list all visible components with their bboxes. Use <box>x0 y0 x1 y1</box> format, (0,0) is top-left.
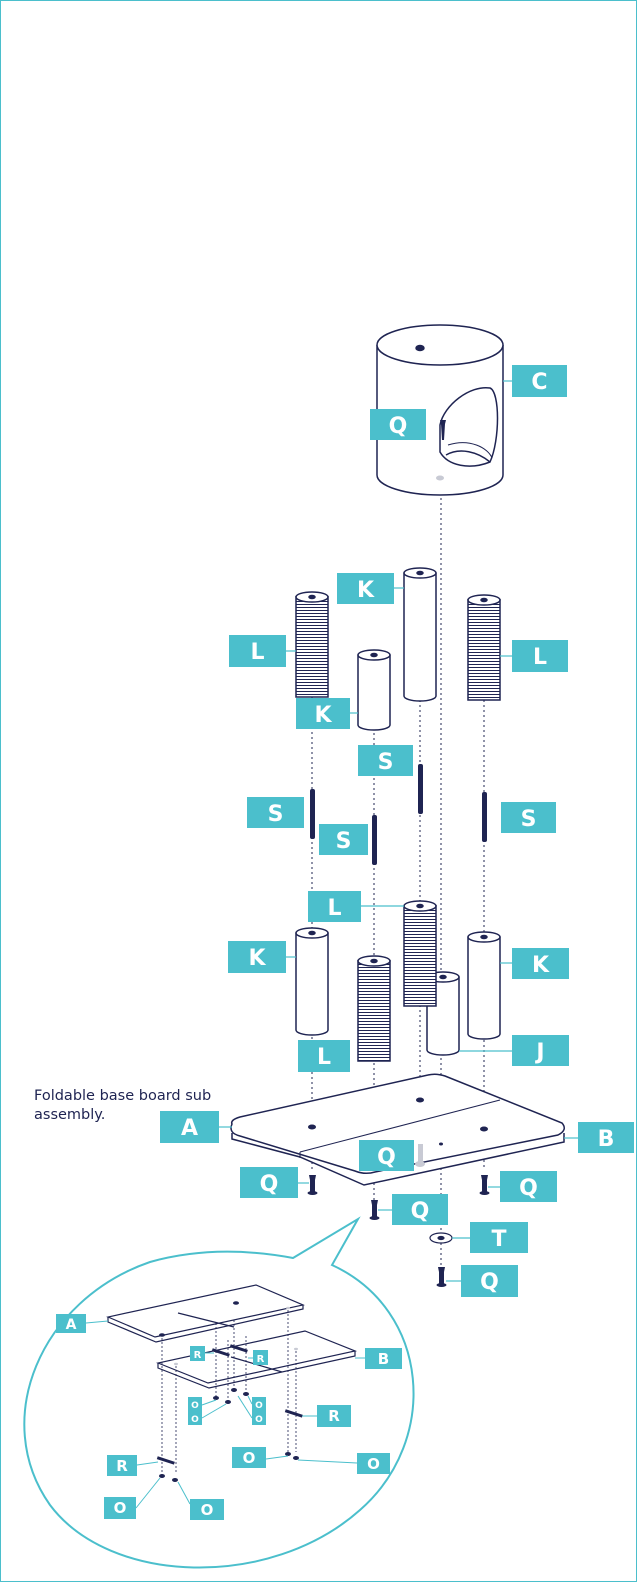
part-k-post-top <box>403 567 437 702</box>
svg-text:O: O <box>243 1449 256 1467</box>
svg-text:L: L <box>317 1045 331 1070</box>
svg-text:B: B <box>378 1350 389 1368</box>
label-q-bottom: Q <box>461 1265 518 1297</box>
label-q-center: Q <box>392 1194 448 1225</box>
svg-text:K: K <box>248 946 266 971</box>
label-k-top: K <box>337 573 394 604</box>
label-k-lower-left: K <box>228 941 286 973</box>
svg-text:O: O <box>201 1501 214 1519</box>
detail-label-b: B <box>365 1348 402 1369</box>
svg-text:R: R <box>194 1350 202 1361</box>
svg-text:C: C <box>531 370 547 395</box>
detail-label-o-3: O <box>252 1397 266 1411</box>
label-k-lower-right: K <box>512 948 569 979</box>
label-k-upper-left: K <box>296 698 350 729</box>
svg-text:R: R <box>116 1457 128 1475</box>
label-q-house: Q <box>370 409 426 440</box>
label-l-upper-right: L <box>512 640 568 672</box>
svg-text:L: L <box>533 645 547 670</box>
detail-label-o-4: O <box>252 1411 266 1425</box>
label-q-left: Q <box>240 1167 298 1198</box>
svg-text:R: R <box>328 1407 340 1425</box>
svg-text:K: K <box>314 703 332 728</box>
svg-text:O: O <box>255 1415 263 1425</box>
svg-text:K: K <box>532 953 550 978</box>
part-k-post-lower-right <box>467 931 501 1040</box>
label-t: T <box>470 1222 528 1253</box>
label-l-upper-left: L <box>229 635 286 667</box>
detail-label-o-2: O <box>188 1411 202 1425</box>
svg-text:O: O <box>255 1401 263 1411</box>
svg-text:S: S <box>521 807 537 832</box>
svg-text:L: L <box>250 640 264 665</box>
part-l-post-upper-right <box>467 594 501 701</box>
part-l-post-lower <box>357 955 391 1062</box>
svg-text:Q: Q <box>519 1176 538 1201</box>
detail-label-r-lower-right: R <box>317 1405 351 1427</box>
detail-label-o-7: O <box>104 1497 136 1519</box>
svg-text:S: S <box>378 750 394 775</box>
label-q-base: Q <box>359 1140 414 1171</box>
svg-text:B: B <box>598 1127 615 1152</box>
part-l-post-center <box>403 900 437 1007</box>
detail-label-r-lower-left: R <box>107 1455 137 1476</box>
detail-board-a <box>106 1284 305 1343</box>
label-a: A <box>160 1111 219 1143</box>
part-k-post-lower-left <box>295 927 329 1036</box>
svg-text:Q: Q <box>260 1172 279 1197</box>
label-j: J <box>512 1035 569 1066</box>
label-s-center: S <box>358 745 413 776</box>
detail-label-a: A <box>56 1314 86 1333</box>
part-k-post-upper-left <box>357 649 391 731</box>
part-q-screws <box>307 420 490 1287</box>
part-l-post-upper-left <box>295 591 329 698</box>
svg-text:A: A <box>181 1116 198 1141</box>
label-c: C <box>512 365 567 397</box>
svg-text:O: O <box>367 1455 380 1473</box>
svg-text:A: A <box>66 1317 77 1333</box>
svg-text:Q: Q <box>480 1270 499 1295</box>
label-q-right: Q <box>500 1171 557 1202</box>
label-l-center: L <box>308 891 361 922</box>
svg-text:Q: Q <box>389 414 408 439</box>
svg-text:S: S <box>336 829 352 854</box>
svg-text:L: L <box>327 896 341 921</box>
detail-hinges-r <box>156 1344 303 1465</box>
label-l-lower: L <box>298 1040 350 1072</box>
svg-text:Q: Q <box>377 1145 396 1170</box>
part-s-rods <box>310 764 487 865</box>
label-s-right: S <box>501 802 556 833</box>
svg-text:R: R <box>257 1354 265 1365</box>
leader-lines <box>219 380 578 1139</box>
svg-text:O: O <box>191 1415 199 1425</box>
svg-text:O: O <box>114 1499 127 1517</box>
detail-label-o-5: O <box>232 1447 266 1468</box>
svg-text:J: J <box>534 1040 544 1065</box>
detail-bubble <box>23 1216 415 1569</box>
label-s-left: S <box>247 797 304 828</box>
detail-label-r-right: R <box>253 1350 268 1365</box>
detail-guide-lines <box>161 1310 297 1474</box>
label-b: B <box>578 1122 634 1153</box>
part-t-washer <box>429 1232 453 1244</box>
detail-screws-o <box>159 1388 299 1482</box>
svg-text:T: T <box>491 1227 506 1252</box>
detail-label-o-8: O <box>190 1499 224 1520</box>
label-s-left-inner: S <box>319 824 368 855</box>
svg-text:K: K <box>357 578 375 603</box>
detail-label-o-1: O <box>188 1397 202 1411</box>
sub-assembly-caption: Foldable base board sub assembly. <box>34 1088 212 1123</box>
svg-text:O: O <box>191 1401 199 1411</box>
svg-text:Q: Q <box>411 1199 430 1224</box>
detail-label-r-left: R <box>190 1346 205 1361</box>
svg-text:S: S <box>268 802 284 827</box>
detail-label-o-6: O <box>357 1453 390 1474</box>
